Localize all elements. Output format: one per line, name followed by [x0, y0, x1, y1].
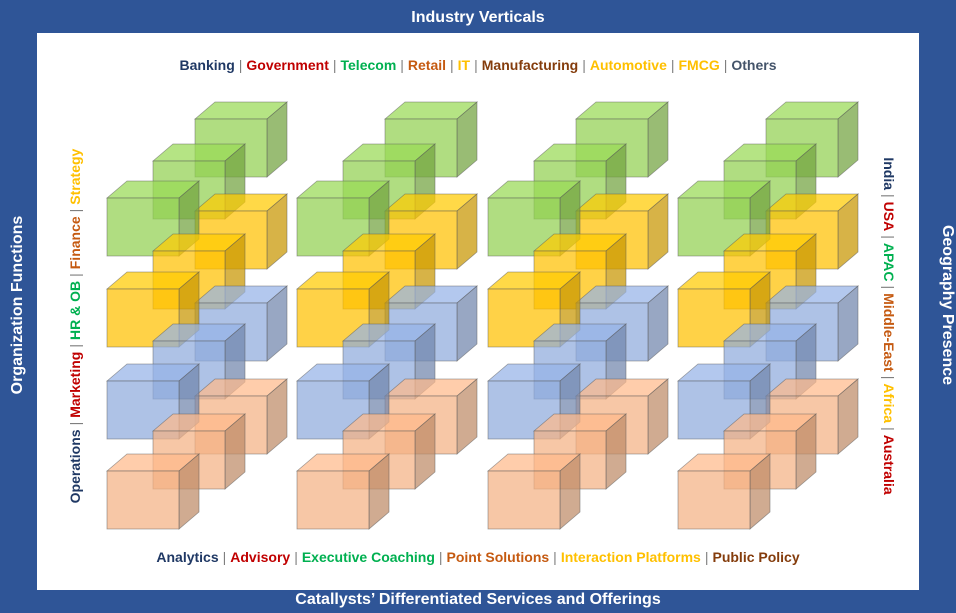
separator: |: [438, 549, 443, 565]
industries-item: IT: [457, 57, 471, 73]
separator: |: [450, 57, 454, 73]
industries-item: Automotive: [589, 57, 667, 73]
services-item: Advisory: [230, 549, 291, 565]
industry-list: Banking|Government|Telecom|Retail|IT|Man…: [0, 57, 956, 73]
separator: |: [704, 549, 709, 565]
cube-front-face: [106, 470, 180, 530]
industry-verticals-title: Industry Verticals: [411, 9, 545, 26]
separator: |: [670, 57, 675, 73]
services-list: Analytics|Advisory|Executive Coaching|Po…: [0, 549, 956, 565]
separator: |: [474, 57, 478, 73]
industries-item: Banking: [179, 57, 235, 73]
services-item: Point Solutions: [446, 549, 550, 565]
separator: |: [553, 549, 557, 565]
separator: |: [723, 57, 728, 73]
industries-item: Telecom: [340, 57, 397, 73]
services-item: Public Policy: [712, 549, 800, 565]
industries-item: Manufacturing: [481, 57, 579, 73]
separator: |: [332, 57, 337, 73]
cube-front-face: [487, 470, 561, 530]
industries-item: Others: [731, 57, 777, 73]
services-item: Analytics: [156, 549, 219, 565]
cube-front-face: [677, 470, 751, 530]
services-item: Executive Coaching: [301, 549, 435, 565]
services-offerings-title: Catallysts’ Differentiated Services and …: [295, 591, 661, 608]
industries-item: Government: [246, 57, 329, 73]
separator: |: [238, 57, 243, 73]
industries-item: FMCG: [678, 57, 720, 73]
separator: |: [400, 57, 404, 73]
separator: |: [294, 549, 298, 565]
separator: |: [582, 57, 586, 73]
separator: |: [222, 549, 227, 565]
services-item: Interaction Platforms: [560, 549, 701, 565]
industries-item: Retail: [407, 57, 447, 73]
cube-front-face: [296, 470, 370, 530]
